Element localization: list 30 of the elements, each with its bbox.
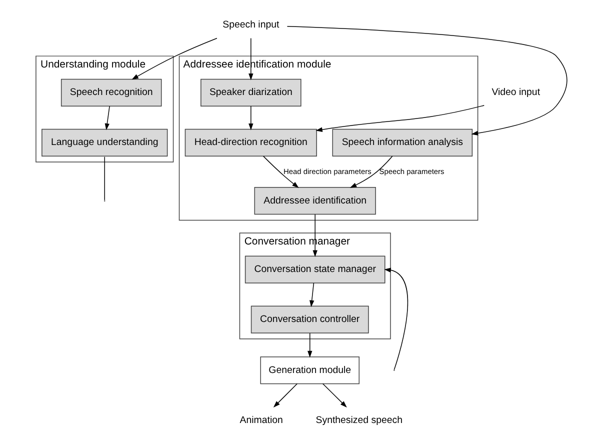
arrow [248, 38, 254, 80]
node-box: Speech information analysis [332, 128, 473, 156]
edge-label: Head direction parameters [283, 166, 372, 176]
arrow [104, 106, 110, 130]
arrow [248, 106, 254, 130]
arrow [312, 214, 318, 257]
connector [104, 156, 105, 200]
arrow [384, 268, 408, 370]
arrow [322, 383, 347, 408]
node-box: Speaker diarization [200, 78, 302, 106]
arrow [350, 156, 393, 188]
node-box: Conversation state manager [244, 256, 386, 284]
node-text: Video input [492, 87, 540, 98]
arrow [273, 383, 298, 408]
node-box: Language understanding [42, 128, 168, 156]
node-box: Speech recognition [60, 78, 162, 106]
arrow [308, 332, 312, 358]
arrow [286, 26, 568, 136]
arrow [132, 38, 218, 80]
arrow [316, 105, 485, 132]
edge-label: Speech parameters [379, 166, 444, 176]
node-box: Conversation controller [250, 306, 369, 334]
node-box: Generation module [260, 356, 360, 384]
node-text: Synthesized speech [316, 414, 402, 426]
arrow [262, 156, 299, 188]
node-text: Speech input [222, 19, 280, 30]
node-box: Head-direction recognition [184, 128, 317, 156]
arrow [310, 282, 314, 308]
node-box: Addressee identification [254, 187, 376, 215]
node-text: Animation [240, 414, 283, 426]
